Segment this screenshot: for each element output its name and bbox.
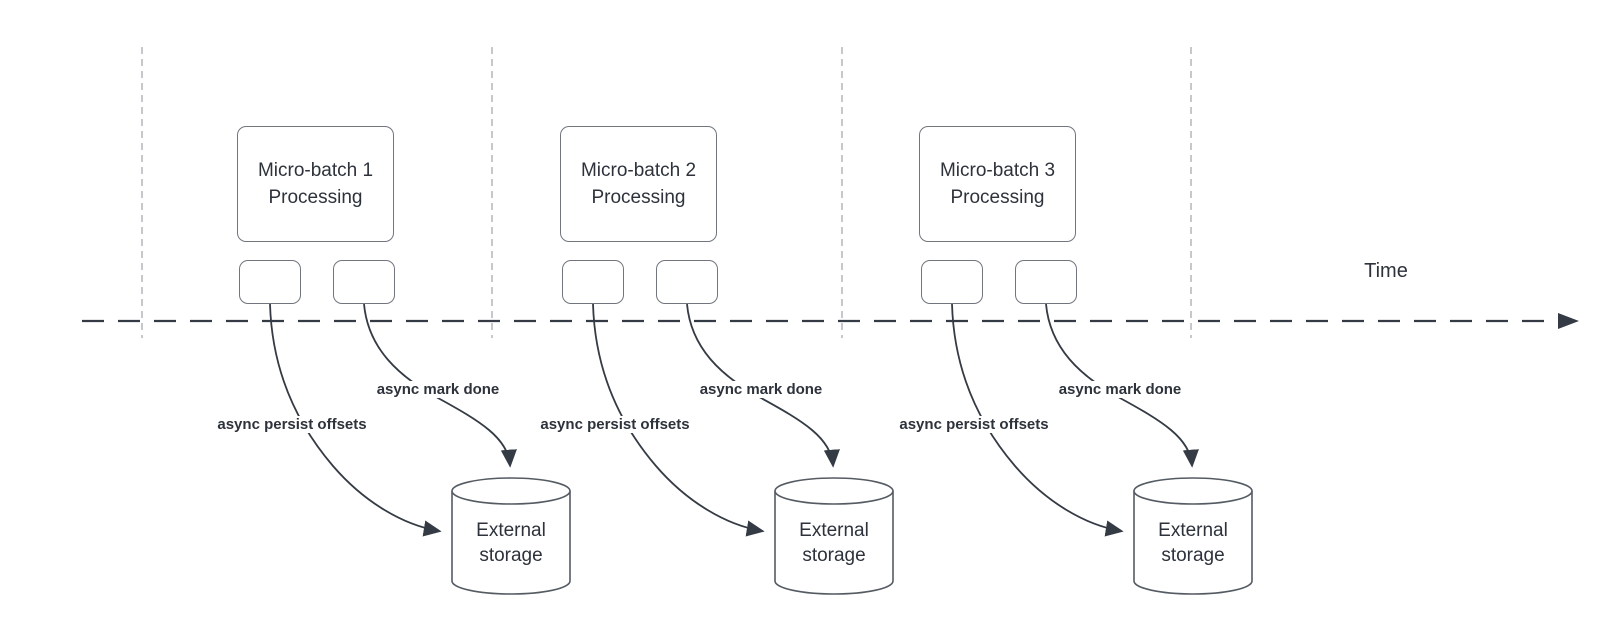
- persist-offsets-arrow-label: async persist offsets: [859, 416, 1089, 433]
- group2-graphics: [592, 303, 894, 595]
- time-axis-label: Time: [1364, 260, 1408, 282]
- persist-offsets-arrow-label-text: async persist offsets: [215, 416, 369, 433]
- mark-done-arrow-label-text: async mark done: [697, 381, 825, 398]
- persist-offsets-arrow-label: async persist offsets: [500, 416, 730, 433]
- micro-batch-1-processing-box: Micro-batch 1 Processing: [237, 126, 394, 242]
- external-storage-label: External storage: [799, 520, 869, 566]
- storage-cylinder-body: [451, 491, 571, 595]
- persist-offsets-arrow: [269, 303, 442, 537]
- persist-offsets-task-box: [239, 260, 301, 304]
- external-storage-label: External storage: [1158, 520, 1228, 566]
- mark-done-arrow-label-text: async mark done: [1056, 381, 1184, 398]
- group3-graphics: [951, 303, 1253, 595]
- persist-offsets-arrow-label-text: async persist offsets: [897, 416, 1051, 433]
- mark-done-arrow-label: async mark done: [646, 381, 876, 398]
- mark-done-task-box: [1015, 260, 1077, 304]
- storage-cylinder-top: [774, 477, 894, 505]
- micro-batch-3-processing-box: Micro-batch 3 Processing: [919, 126, 1076, 242]
- persist-offsets-arrow-label-text: async persist offsets: [538, 416, 692, 433]
- external-storage-label: External storage: [476, 520, 546, 566]
- storage-cylinder-top: [1133, 477, 1253, 505]
- mark-done-task-box: [333, 260, 395, 304]
- mark-done-arrow-label: async mark done: [323, 381, 553, 398]
- mark-done-task-box: [656, 260, 718, 304]
- mark-done-arrow-label: async mark done: [1005, 381, 1235, 398]
- storage-cylinder-body: [774, 491, 894, 595]
- persist-offsets-arrow-label: async persist offsets: [177, 416, 407, 433]
- time-axis-arrowhead-icon: [1558, 313, 1579, 329]
- mark-done-arrow-label-text: async mark done: [374, 381, 502, 398]
- storage-cylinder-top: [451, 477, 571, 505]
- persist-offsets-arrow: [951, 303, 1124, 537]
- persist-offsets-task-box: [921, 260, 983, 304]
- group1-graphics: [269, 303, 571, 595]
- micro-batch-2-processing-box: Micro-batch 2 Processing: [560, 126, 717, 242]
- persist-offsets-task-box: [562, 260, 624, 304]
- storage-cylinder-body: [1133, 491, 1253, 595]
- persist-offsets-arrow: [592, 303, 765, 537]
